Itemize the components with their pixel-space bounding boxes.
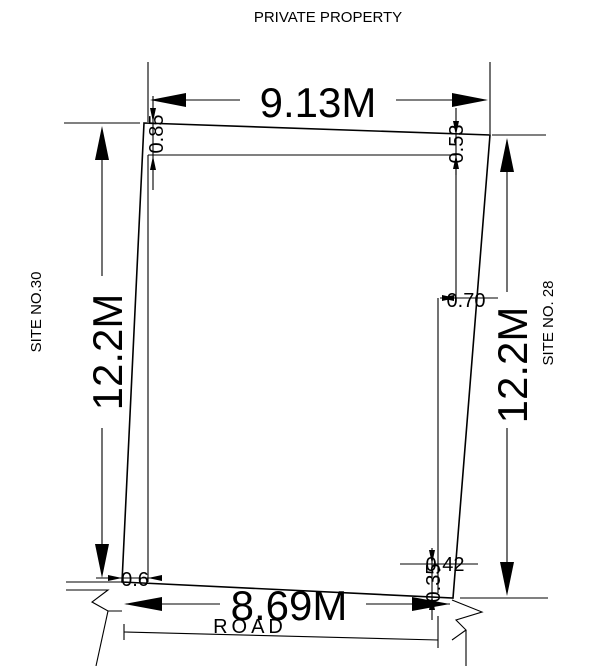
top-dimension <box>147 62 491 134</box>
offset-top-left: 0.85 <box>146 115 168 154</box>
right-depth-dimension: 12.2M <box>489 307 536 424</box>
north-label: PRIVATE PROPERTY <box>254 9 402 26</box>
offset-right-mid: 0.70 <box>447 290 486 312</box>
left-depth-dimension: 12.2M <box>84 294 131 411</box>
setback-lines <box>66 154 498 593</box>
offset-top-right: 0.53 <box>446 125 468 164</box>
offset-marks <box>108 96 459 620</box>
west-label: SITE NO.30 <box>28 272 45 353</box>
left-dimension <box>64 122 140 578</box>
road-edge <box>66 589 484 666</box>
bottom-width-dimension: 8.69M <box>231 582 348 629</box>
east-label: SITE NO. 28 <box>540 280 557 365</box>
offset-bottom-right-a: 0.42 <box>426 554 465 576</box>
south-label: ROAD <box>213 616 287 638</box>
offset-bottom-right-b: 0.35 <box>423 564 445 603</box>
right-dimension <box>460 134 548 599</box>
top-width-dimension: 9.13M <box>260 79 377 126</box>
plot-boundary <box>121 122 491 599</box>
offset-bottom-left: 0.6 <box>121 569 149 591</box>
